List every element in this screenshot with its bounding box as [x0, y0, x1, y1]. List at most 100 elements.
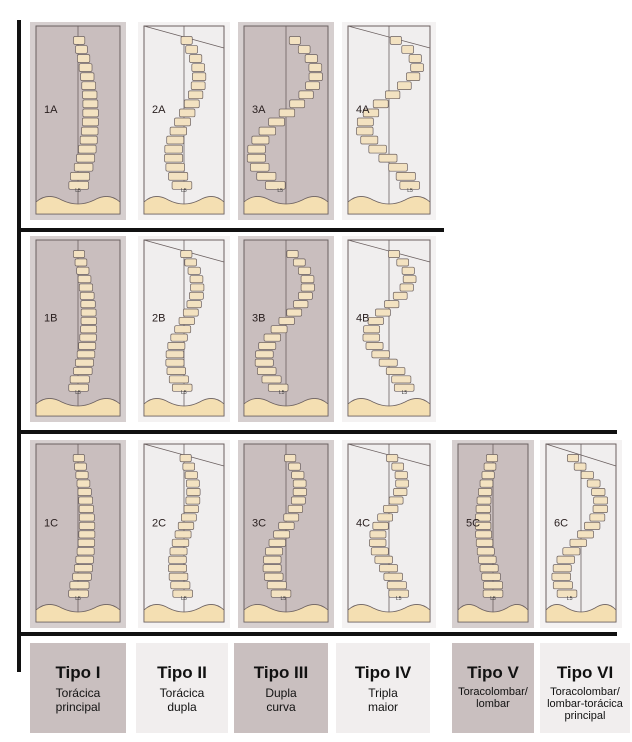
vertebra	[397, 259, 409, 266]
vertebra	[373, 100, 388, 108]
vertebra-marker-label: L5	[181, 596, 187, 602]
vertebra	[76, 556, 94, 563]
vertebra	[192, 64, 205, 72]
spine-panel-4a: L54A	[342, 22, 436, 220]
left-vertical-axis	[17, 20, 21, 672]
vertebra	[386, 367, 405, 374]
vertebra	[259, 342, 276, 349]
spine-figure: L54C	[342, 440, 436, 628]
vertebra	[483, 582, 502, 589]
vertebra	[357, 118, 373, 126]
vertebra	[181, 251, 192, 258]
vertebra	[248, 145, 266, 153]
vertebra-marker-label: L5	[75, 188, 81, 194]
type-title: Tipo VI	[557, 663, 613, 683]
vertebra	[369, 145, 387, 153]
vertebra-marker-label: L5	[281, 596, 287, 602]
vertebra	[370, 531, 386, 538]
vertebra	[584, 522, 600, 529]
vertebra	[78, 488, 91, 495]
vertebra	[593, 505, 607, 512]
vertebra	[73, 573, 92, 580]
vertebra	[373, 522, 389, 529]
type-description: Toracolombar/ lombar-torácica principal	[547, 686, 623, 722]
spine-panel-4b: L54B	[342, 236, 436, 422]
vertebra	[284, 514, 299, 521]
spine-figure: L5 2B	[138, 236, 230, 422]
vertebra	[291, 497, 305, 504]
vertebra	[570, 539, 587, 546]
vertebra	[74, 37, 85, 45]
vertebra	[553, 565, 571, 572]
vertebra	[289, 37, 300, 45]
type-description: Dupla curva	[265, 686, 296, 714]
vertebra	[581, 471, 593, 478]
vertebra	[179, 109, 195, 117]
vertebra	[83, 100, 98, 108]
vertebra	[81, 309, 96, 316]
vertebra	[587, 480, 600, 487]
vertebra	[299, 91, 313, 99]
panel-label: 3A	[252, 104, 266, 116]
vertebra	[375, 309, 390, 316]
vertebra	[78, 539, 95, 546]
vertebra	[298, 292, 312, 299]
vertebra	[188, 91, 202, 99]
vertebra	[476, 539, 493, 546]
panel-label: 5C	[466, 517, 480, 529]
type-title: Tipo V	[467, 663, 519, 683]
vertebra	[70, 376, 89, 383]
spine-figure: L56C	[540, 440, 622, 628]
vertebra	[553, 582, 572, 589]
vertebra	[486, 455, 497, 462]
type-column-6: Tipo VI Toracolombar/ lombar-torácica pri…	[540, 643, 630, 733]
panel-label: 2B	[152, 313, 165, 325]
vertebra	[181, 514, 196, 521]
vertebra	[74, 565, 92, 572]
vertebra	[574, 463, 586, 470]
vertebra-marker-label: L5	[181, 390, 187, 396]
vertebra	[287, 251, 298, 258]
vertebra	[263, 556, 281, 563]
vertebra	[262, 376, 281, 383]
vertebra	[305, 55, 317, 63]
vertebra	[271, 326, 287, 333]
vertebra	[70, 582, 89, 589]
vertebra	[183, 463, 195, 470]
vertebra	[186, 480, 199, 487]
vertebra	[77, 267, 89, 274]
vertebra	[298, 46, 310, 54]
vertebra	[79, 145, 97, 153]
vertebra	[186, 46, 198, 54]
panel-label: 4B	[356, 313, 369, 325]
panel-label: 3C	[252, 517, 266, 529]
vertebra	[73, 367, 92, 374]
vertebra	[75, 359, 93, 366]
vertebra	[274, 531, 290, 538]
spine-panel-1b: L51B	[30, 236, 126, 422]
vertebra	[83, 109, 99, 117]
vertebra	[175, 326, 191, 333]
panel-label: 2C	[152, 517, 166, 529]
spine-figure: L53A	[238, 22, 334, 220]
vertebra	[263, 565, 281, 572]
vertebra	[191, 82, 205, 90]
vertebra	[252, 136, 269, 144]
vertebra	[361, 136, 378, 144]
vertebra	[165, 145, 183, 153]
vertebra	[190, 276, 203, 283]
vertebra	[75, 259, 87, 266]
vertebra	[578, 531, 594, 538]
vertebra	[402, 46, 414, 54]
vertebra-marker-label: L5	[407, 188, 413, 194]
vertebra	[77, 55, 89, 63]
vertebra	[179, 317, 195, 324]
spine-panel-5c: L55C	[452, 440, 534, 628]
vertebra	[411, 64, 424, 72]
vertebra	[369, 539, 386, 546]
